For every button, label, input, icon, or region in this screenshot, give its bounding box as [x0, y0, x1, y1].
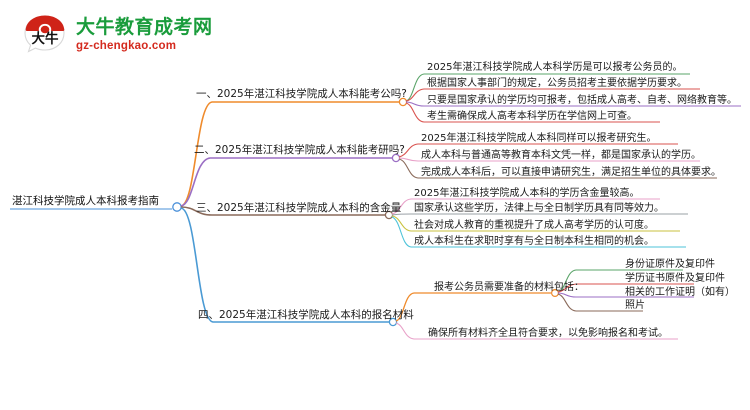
- leaf-node-3-3[interactable]: 社会对成人教育的重视提升了成人高考学历的认可度。: [414, 220, 654, 231]
- leaf-node-1-4[interactable]: 考生需确保成人高考本科学历在学信网上可查。: [427, 111, 637, 122]
- svg-text:大牛: 大牛: [32, 30, 59, 47]
- leaf-node-3-4[interactable]: 成人本科生在求职时享有与全日制本科生相同的机会。: [414, 236, 654, 247]
- branch-node-2[interactable]: 二、2025年湛江科技学院成人本科能考研吗?: [194, 144, 405, 156]
- leaf-node-2-3[interactable]: 完成成人本科后，可以直接申请研究生，满足招生单位的具体要求。: [421, 167, 721, 178]
- root-hub-node: [172, 202, 182, 212]
- leaf-node-3-2[interactable]: 国家承认这些学历，法律上与全日制学历具有同等效力。: [414, 203, 664, 214]
- leaf-node-4-1[interactable]: 报考公务员需要准备的材料包括：: [434, 282, 584, 293]
- site-logo[interactable]: 大牛 大牛教育成考网 gz-chengkao.com: [22, 12, 213, 58]
- leaf-node-1-3[interactable]: 只要是国家承认的学历均可报考，包括成人高考、自考、网络教育等。: [427, 95, 737, 106]
- branch-node-1[interactable]: 一、2025年湛江科技学院成人本科能考公吗?: [196, 88, 407, 100]
- branch-4-hub: [388, 317, 398, 327]
- leaf-node-2-2[interactable]: 成人本科与普通高等教育本科文凭一样，都是国家承认的学历。: [421, 150, 701, 161]
- branch-node-4[interactable]: 四、2025年湛江科技学院成人本科的报名材料: [198, 309, 414, 321]
- root-node-label[interactable]: 湛江科技学院成人本科报考指南: [12, 195, 159, 207]
- leaf-node-4-1-4[interactable]: 照片: [625, 300, 645, 311]
- leaf-node-4-2[interactable]: 确保所有材料齐全且符合要求，以免影响报名和考试。: [428, 328, 668, 339]
- leaf-node-4-1-3[interactable]: 相关的工作证明（如有）: [625, 287, 735, 298]
- logo-title-en: gz-chengkao.com: [76, 39, 177, 52]
- leaf-node-4-1-1[interactable]: 身份证原件及复印件: [625, 259, 715, 270]
- leaf-node-1-1[interactable]: 2025年湛江科技学院成人本科学历是可以报考公务员的。: [427, 62, 683, 73]
- daniu-cow-logo-icon: 大牛: [22, 12, 68, 58]
- leaf-node-4-1-2[interactable]: 学历证书原件及复印件: [625, 273, 725, 284]
- branch-node-3[interactable]: 三、2025年湛江科技学院成人本科的含金量: [196, 202, 402, 214]
- logo-title-cn: 大牛教育成考网: [76, 15, 213, 38]
- leaf-node-2-1[interactable]: 2025年湛江科技学院成人本科同样可以报考研究生。: [421, 133, 657, 144]
- leaf-node-3-1[interactable]: 2025年湛江科技学院成人本科的学历含金量较高。: [414, 188, 640, 199]
- leaf-node-1-2[interactable]: 根据国家人事部门的规定，公务员招考主要依据学历要求。: [427, 78, 687, 89]
